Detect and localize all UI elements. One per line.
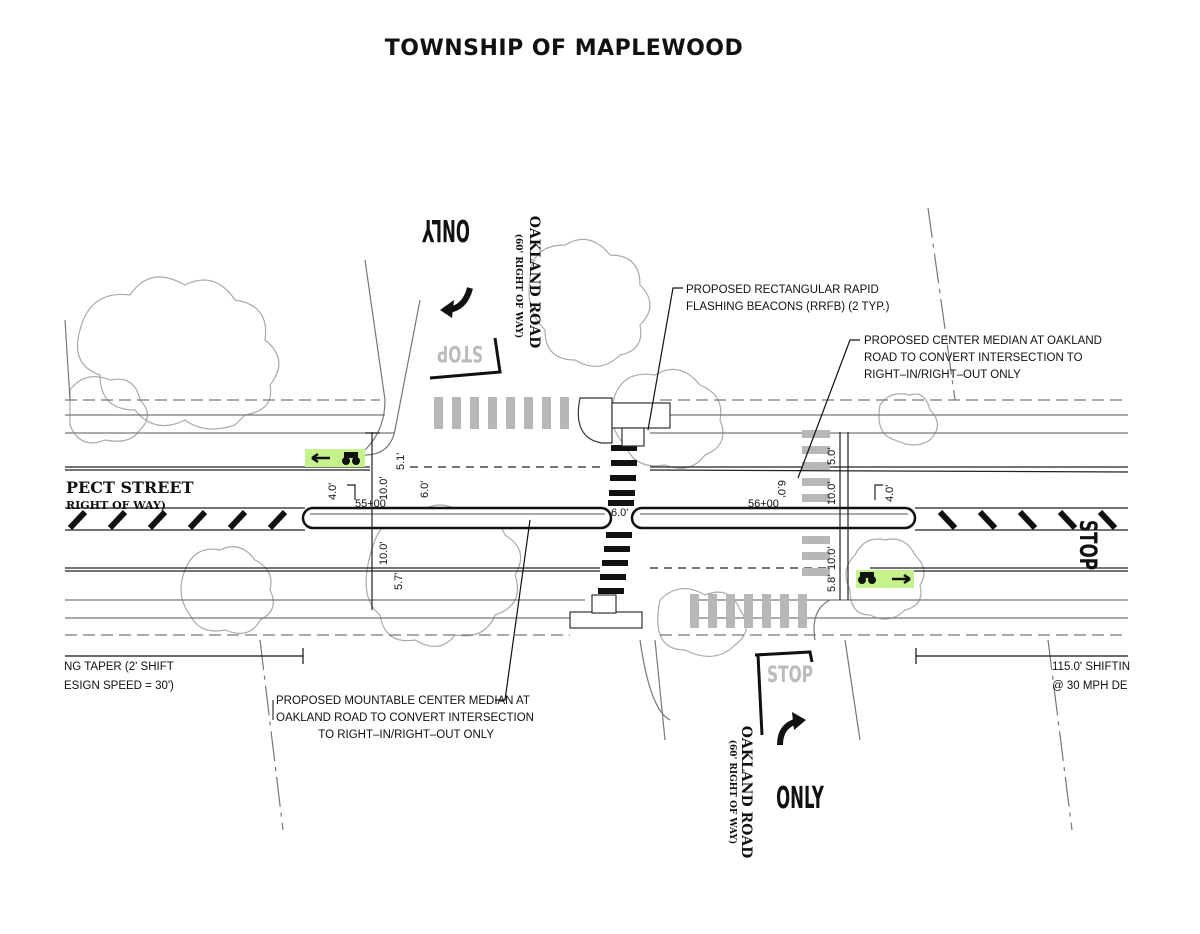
bike-lane-symbol-west (305, 449, 365, 467)
road-edges (65, 299, 1128, 721)
tree-canopy (69, 238, 939, 657)
svg-text:PROPOSED CENTER MEDIAN AT OAKL: PROPOSED CENTER MEDIAN AT OAKLAND (864, 335, 1102, 347)
dim-5-1: 5.1' (395, 453, 407, 470)
svg-text:PROPOSED MOUNTABLE CENTER MEDI: PROPOSED MOUNTABLE CENTER MEDIAN AT (276, 695, 530, 707)
lane-lines (65, 466, 1129, 572)
oakland-road-south-row: (60' RIGHT OF WAY) (727, 740, 738, 845)
turn-arrow-south (777, 712, 806, 746)
oakland-road-north-row: (60' RIGHT OF WAY) (513, 234, 524, 339)
note-center-median-east: PROPOSED CENTER MEDIAN AT OAKLAND ROAD T… (864, 335, 1102, 381)
svg-text:NG TAPER (2' SHIFT: NG TAPER (2' SHIFT (64, 661, 174, 673)
center-median-east (630, 506, 917, 530)
dim-5-0: 5.0' (826, 448, 838, 465)
station-label-west: 55+00 (355, 498, 386, 510)
dim-4-0-west: 4.0' (327, 483, 339, 500)
median-edges (65, 507, 1128, 531)
dim-6-0-west: 6.0' (419, 481, 431, 498)
crosswalk-north (434, 397, 569, 429)
prospect-street-label: PECT STREET (66, 478, 194, 497)
oakland-road-south-label: OAKLAND ROAD (738, 726, 754, 859)
dim-6-0-mid: 6.0' (611, 507, 628, 519)
turn-arrow-north (440, 287, 473, 318)
svg-text:115.0' SHIFTIN: 115.0' SHIFTIN (1052, 661, 1130, 673)
rrfb-beacons (569, 397, 671, 629)
dimension-lines (347, 432, 883, 610)
crosswalk-midblock (598, 445, 637, 594)
stop-marking-east: STOP (1074, 520, 1102, 570)
dim-5-7: 5.7' (393, 573, 405, 590)
stop-marking-north: STOP (437, 340, 483, 365)
note-taper-west: NG TAPER (2' SHIFT ESIGN SPEED = 30') (64, 661, 174, 692)
note-mountable-median-west: PROPOSED MOUNTABLE CENTER MEDIAN AT OAKL… (276, 695, 534, 741)
svg-text:@ 30 MPH DE: @ 30 MPH DE (1052, 680, 1128, 692)
bike-lane-symbol-east (856, 570, 914, 588)
dim-10-0-east-upper: 10.0' (826, 481, 838, 505)
callout-leaders (65, 287, 1128, 720)
station-label-east: 56+00 (748, 498, 779, 510)
dim-10-0-east-lower: 10.0' (826, 546, 838, 570)
dim-4-0-east: 4.0' (884, 485, 896, 502)
center-median-west (301, 506, 613, 530)
crosswalk-south (690, 594, 807, 628)
svg-text:FLASHING BEACONS (RRFB) (2 TYP: FLASHING BEACONS (RRFB) (2 TYP.) (686, 301, 890, 313)
crosswalk-east (802, 430, 830, 576)
oakland-road-north-label: OAKLAND ROAD (526, 216, 542, 349)
right-of-way-lines (64, 207, 1128, 831)
plan-title: TOWNSHIP OF MAPLEWOOD (385, 36, 744, 61)
median-hatching (67, 509, 1118, 531)
svg-text:RIGHT–IN/RIGHT–OUT ONLY: RIGHT–IN/RIGHT–OUT ONLY (864, 369, 1021, 381)
only-marking-south: ONLY (776, 781, 824, 816)
dim-6-0-east: 6.0' (775, 480, 787, 497)
stop-bars (429, 337, 814, 736)
dim-10-0-west-upper: 10.0' (378, 476, 390, 500)
svg-text:TO RIGHT–IN/RIGHT–OUT ONLY: TO RIGHT–IN/RIGHT–OUT ONLY (318, 729, 494, 741)
dim-10-0-west-lower: 10.0' (378, 541, 390, 565)
svg-text:PROPOSED RECTANGULAR RAPID: PROPOSED RECTANGULAR RAPID (686, 284, 879, 296)
svg-text:ESIGN SPEED = 30'): ESIGN SPEED = 30') (64, 680, 174, 692)
note-rrfb: PROPOSED RECTANGULAR RAPID FLASHING BEAC… (686, 284, 890, 313)
svg-text:OAKLAND ROAD TO CONVERT INTERS: OAKLAND ROAD TO CONVERT INTERSECTION (276, 712, 534, 724)
note-taper-east: 115.0' SHIFTIN @ 30 MPH DE (1052, 661, 1130, 692)
stop-marking-south: STOP (767, 662, 813, 687)
prospect-street-row: RIGHT OF WAY) (66, 499, 166, 512)
dim-5-8: 5.8' (826, 575, 838, 592)
dimension-labels: 5.1' 6.0' 4.0' 10.0' 10.0' 5.7' 6.0' 5.0… (327, 448, 896, 592)
svg-text:ROAD TO CONVERT INTERSECTION T: ROAD TO CONVERT INTERSECTION TO (864, 352, 1083, 364)
only-marking-north: ONLY (422, 213, 470, 248)
